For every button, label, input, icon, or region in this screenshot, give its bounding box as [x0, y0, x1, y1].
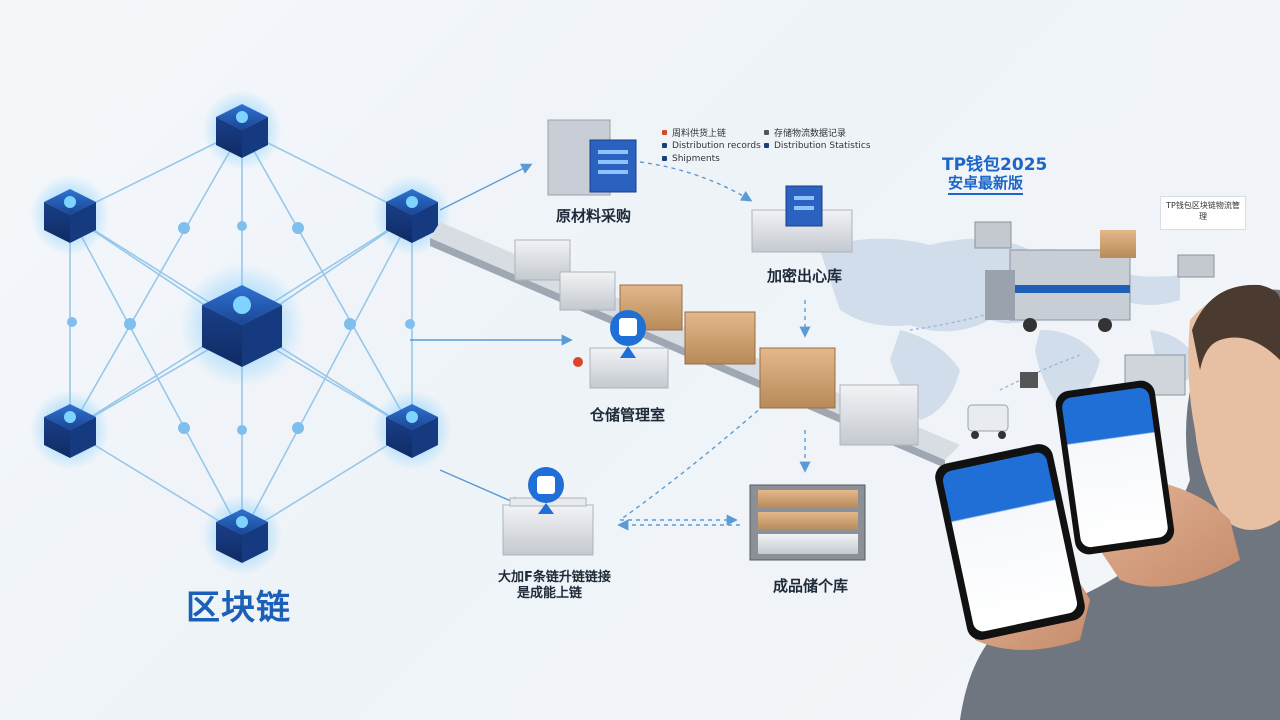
encrypt-center-icon: [751, 185, 853, 253]
legend-item: Shipments: [662, 152, 761, 165]
node-right-bottom: [372, 390, 452, 470]
phone-left: [935, 444, 1085, 640]
network-dots: [67, 221, 415, 435]
legend-left: 周料供货上链 Distribution records Shipments: [662, 126, 761, 165]
robot-cart-icon: [967, 372, 1038, 439]
truck-icon: [974, 221, 1215, 396]
stage-supply-chain-line2: 是成能上链: [517, 586, 583, 601]
legend-item: 存储物流数据记录: [764, 126, 871, 139]
node-center: [180, 263, 304, 387]
stage-warehouse-mgmt: 仓储管理室: [590, 406, 666, 424]
node-left-bottom: [30, 390, 110, 470]
server-icon: [547, 119, 637, 196]
stage-encrypt-center: 加密出心库: [767, 267, 843, 285]
finished-goods-icon: [749, 484, 866, 561]
legend-item: Distribution records: [662, 139, 761, 152]
info-box: TP钱包区块链物流管理: [1160, 196, 1246, 230]
node-left-top: [30, 175, 110, 255]
tp-wallet-subtitle: 安卓最新版: [948, 172, 1024, 195]
flow-arrows: [410, 161, 1081, 531]
node-bottom: [202, 495, 282, 575]
legend-item: Distribution Statistics: [764, 139, 871, 152]
main-title: 区块链: [186, 588, 291, 628]
phone-right: [1055, 380, 1175, 555]
tp-wallet-title: TP钱包2025: [942, 155, 1048, 175]
stage-raw-material: 原材料采购: [556, 207, 632, 225]
blockchain-nodes: [30, 90, 452, 575]
node-top: [202, 90, 282, 170]
documents-icon: [502, 467, 594, 556]
stage-supply-chain-line1: 大加F条链升链链接: [498, 570, 611, 585]
legend-right: 存储物流数据记录 Distribution Statistics: [764, 126, 871, 152]
stage-finished-goods: 成品储个库: [773, 577, 849, 595]
warehouse-icon: [573, 310, 669, 389]
legend-item: 周料供货上链: [662, 126, 761, 139]
